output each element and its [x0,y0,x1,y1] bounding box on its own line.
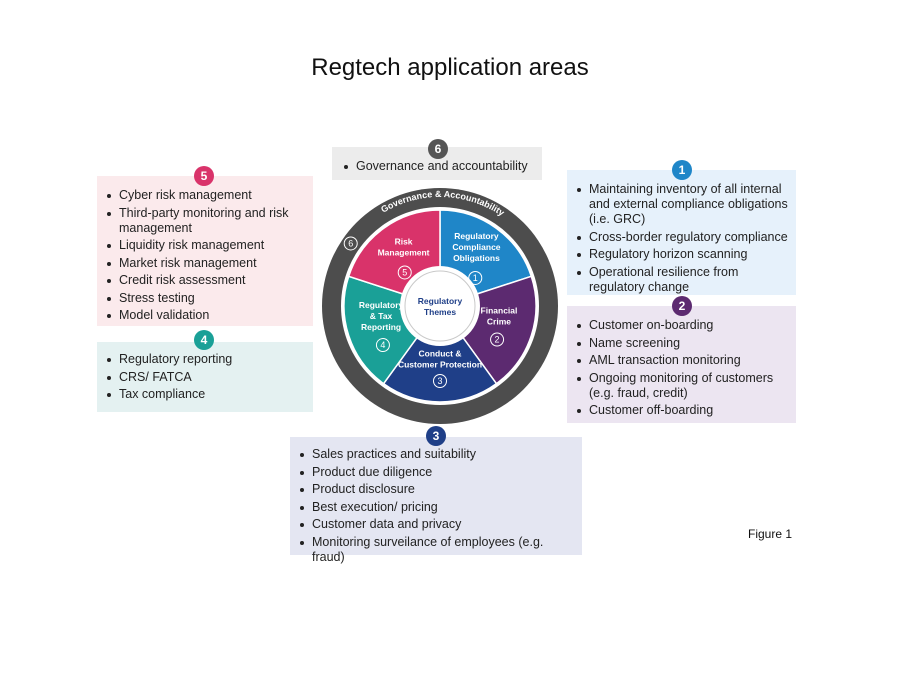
center-label-line1: Regulatory [418,296,463,306]
segment-label: Regulatory [359,300,404,310]
segment-label: Conduct & [419,349,462,359]
segment-number: 1 [473,273,478,283]
segment-number-circle [375,338,390,353]
bullet-item: Market risk management [105,256,305,271]
segment-number: 5 [402,267,407,277]
bullet-item: Stress testing [105,291,305,306]
segment-number-circle [433,374,447,388]
badge-2: 2 [672,296,692,316]
box-regulatory-compliance: Maintaining inventory of all internal an… [567,170,796,295]
segment-label: Financial [481,306,518,316]
segment-number-circle [490,332,505,347]
segment-label: Obligations [453,253,500,263]
bullet-item: Model validation [105,308,305,323]
badge-4: 4 [194,330,214,350]
bullet-item: Product due diligence [298,465,574,480]
center-circle [404,270,476,342]
bullet-item: Monitoring surveilance of employees (e.g… [298,535,574,565]
ring-number: 6 [348,238,353,248]
bullet-item: Tax compliance [105,387,305,402]
box-regulatory-compliance-list: Maintaining inventory of all internal an… [575,182,788,295]
segment-label: Crime [487,317,511,327]
segment-number-circle [468,270,483,285]
segment-number: 4 [380,340,385,350]
badge-6: 6 [428,139,448,159]
bullet-item: Third-party monitoring and risk manageme… [105,206,305,236]
bullet-item: Regulatory horizon scanning [575,247,788,262]
bullet-item: Best execution/ pricing [298,500,574,515]
badge-5: 5 [194,166,214,186]
badge-3: 3 [426,426,446,446]
segment-number: 3 [437,376,442,386]
bullet-item: Product disclosure [298,482,574,497]
segment-label: Management [378,247,430,257]
bullet-item: Sales practices and suitability [298,447,574,462]
segment-label: & Tax [370,311,393,321]
segment-number-circle [397,265,412,280]
bullet-item: Maintaining inventory of all internal an… [575,182,788,227]
bullet-item: Ongoing monitoring of customers (e.g. fr… [575,371,788,401]
bullet-item: Regulatory reporting [105,352,305,367]
bullet-item: Cross-border regulatory compliance [575,230,788,245]
bullet-item: Customer on-boarding [575,318,788,333]
badge-1: 1 [672,160,692,180]
segment-label: Customer Protection [398,360,482,370]
segment-number: 2 [495,335,500,345]
bullet-item: Liquidity risk management [105,238,305,253]
bullet-item: Name screening [575,336,788,351]
segment-label: Regulatory [454,231,499,241]
bullet-item: Governance and accountability [342,159,532,174]
bullet-item: CRS/ FATCA [105,370,305,385]
segment-label: Reporting [361,322,401,332]
segment-label: Compliance [452,242,500,252]
bullet-item: AML transaction monitoring [575,353,788,368]
bullet-item: Cyber risk management [105,188,305,203]
bullet-item: Customer off-boarding [575,403,788,418]
bullet-item: Customer data and privacy [298,517,574,532]
center-label-line2: Themes [424,307,456,317]
ring-number-circle [343,236,358,251]
bullet-item: Credit risk assessment [105,273,305,288]
bullet-item: Operational resilience from regulatory c… [575,265,788,295]
diagram-title: Regtech application areas [311,54,589,81]
figure-label: Figure 1 [748,527,793,541]
segment-label: Risk [395,236,413,246]
box-governance-list: Governance and accountability [342,159,532,174]
